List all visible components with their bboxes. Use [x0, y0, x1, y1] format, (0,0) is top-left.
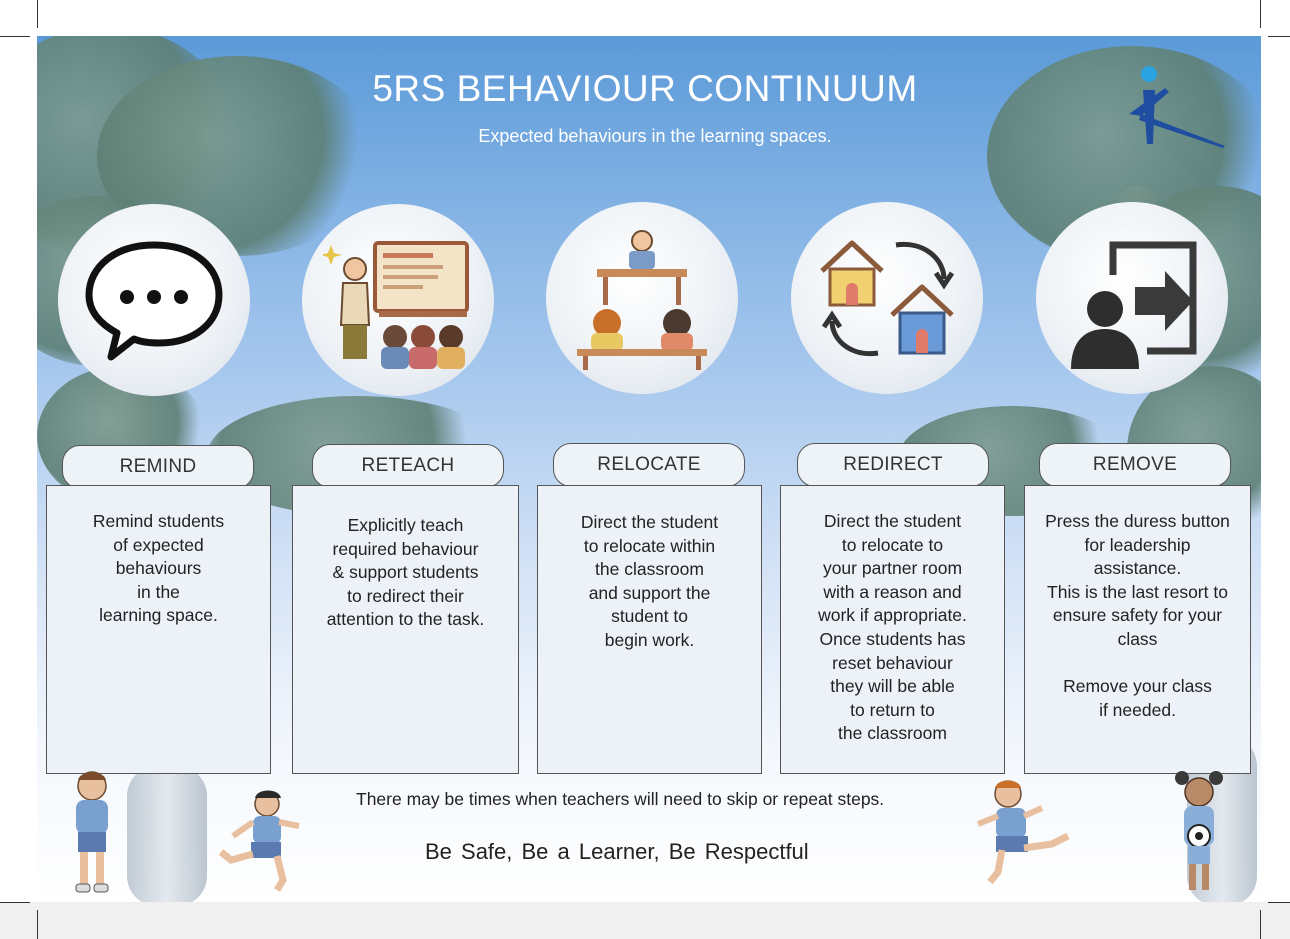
teacher-board-icon	[323, 241, 469, 369]
reteach-description: Explicitly teach required behaviour & su…	[292, 485, 519, 774]
crop-mark	[1268, 36, 1290, 37]
child-illustration	[218, 790, 300, 892]
crop-mark	[37, 0, 38, 28]
remove-illustration	[1036, 202, 1228, 394]
speech-bubble-icon	[85, 241, 223, 361]
crop-mark	[0, 36, 30, 37]
crop-mark	[1260, 910, 1261, 939]
relocate-illustration	[546, 202, 738, 394]
child-illustration	[75, 771, 109, 893]
tab-remove: REMOVE	[1039, 443, 1231, 487]
classroom-desks-icon	[577, 230, 707, 370]
page-title: 5RS BEHAVIOUR CONTINUUM	[372, 68, 918, 109]
crop-mark	[0, 902, 30, 903]
tab-reteach: RETEACH	[312, 444, 504, 488]
tab-remind: REMIND	[62, 445, 254, 489]
houses-cycle-icon	[820, 240, 955, 357]
remind-illustration	[58, 204, 250, 396]
school-logo	[1129, 66, 1225, 148]
redirect-description: Direct the student to relocate to your p…	[780, 485, 1005, 774]
child-illustration	[1175, 771, 1223, 890]
person-exit-icon	[1071, 241, 1197, 369]
tab-redirect: REDIRECT	[797, 443, 989, 487]
relocate-description: Direct the student to relocate within th…	[537, 485, 762, 774]
redirect-illustration	[791, 202, 983, 394]
bottom-margin	[0, 902, 1290, 939]
reteach-illustration	[302, 204, 494, 396]
tab-relocate: RELOCATE	[553, 443, 745, 487]
footer-note: There may be times when teachers will ne…	[356, 789, 885, 809]
child-illustration	[976, 780, 1070, 885]
school-motto: Be Safe, Be a Learner, Be Respectful	[425, 839, 809, 864]
remove-description: Press the duress button for leadership a…	[1024, 485, 1251, 774]
page-subtitle: Expected behaviours in the learning spac…	[478, 126, 832, 146]
remind-description: Remind students of expected behaviours i…	[46, 485, 271, 774]
crop-mark	[37, 910, 38, 939]
crop-mark	[1268, 902, 1290, 903]
tree-trunk	[127, 766, 207, 902]
crop-mark	[1260, 0, 1261, 28]
